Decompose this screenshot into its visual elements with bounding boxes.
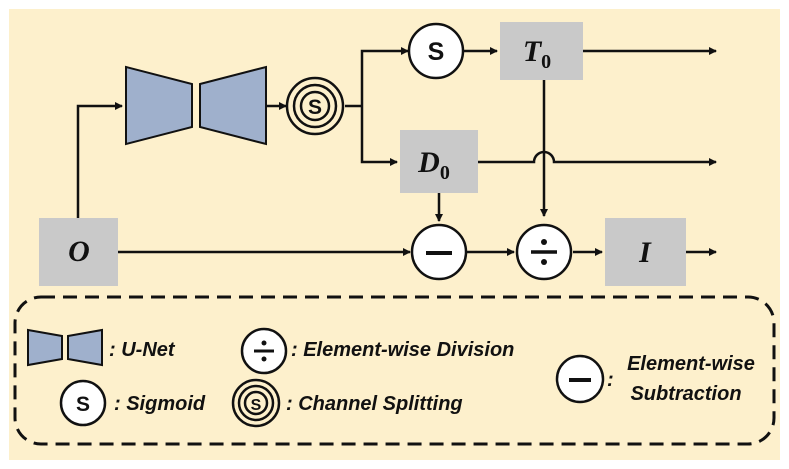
channel-split-symbol: S (285, 76, 345, 136)
legend-subtraction-colon: : (607, 369, 614, 391)
legend-unet-icon (27, 328, 103, 367)
d0-label: D0 (417, 146, 450, 184)
channel-split-letter: S (308, 96, 322, 119)
subtraction-symbol (410, 223, 468, 281)
division-dot-top (541, 239, 547, 245)
t0-box (500, 22, 583, 80)
legend-sigmoid-label: : Sigmoid (114, 393, 206, 415)
input-node: O (39, 218, 118, 286)
input-box (39, 218, 118, 286)
svg-text:S: S (251, 397, 262, 414)
sigmoid-symbol: S (407, 22, 465, 80)
legend-subtraction-icon (555, 354, 605, 404)
arrow-branch-to-sigmoid (360, 47, 409, 106)
svg-text:S: S (76, 393, 90, 416)
division-dot-bottom (541, 259, 547, 265)
t0-node: T0 (500, 22, 583, 80)
arrow-branch-to-d0 (360, 106, 398, 166)
legend-splitting-label: : Channel Splitting (286, 393, 463, 415)
unet-block (125, 65, 267, 146)
d0-box (400, 130, 478, 193)
legend: : U-Net : Element-wise Division : Elemen… (13, 295, 776, 446)
connectors (76, 47, 717, 256)
legend-splitting-icon: S (231, 378, 281, 428)
legend-frame (13, 295, 776, 446)
output-box (605, 218, 686, 286)
d0-node: D0 (400, 130, 478, 193)
output-label: I (638, 236, 652, 269)
legend-subtraction-line1: Element-wise (627, 353, 755, 375)
t0-label: T0 (523, 35, 551, 73)
output-node: I (605, 218, 686, 286)
legend-division-icon (240, 327, 288, 375)
unet-encoder-shape (125, 65, 193, 146)
legend-unet-label: : U-Net (109, 339, 176, 361)
legend-sigmoid-icon: S (59, 379, 107, 427)
sigmoid-letter: S (428, 38, 445, 66)
legend-division-label: : Element-wise Division (291, 339, 514, 361)
division-symbol (515, 223, 573, 281)
input-label: O (68, 235, 90, 268)
unet-decoder-shape (199, 65, 267, 146)
arrow-input-to-unet (76, 102, 123, 218)
legend-subtraction-line2: Subtraction (630, 383, 741, 405)
